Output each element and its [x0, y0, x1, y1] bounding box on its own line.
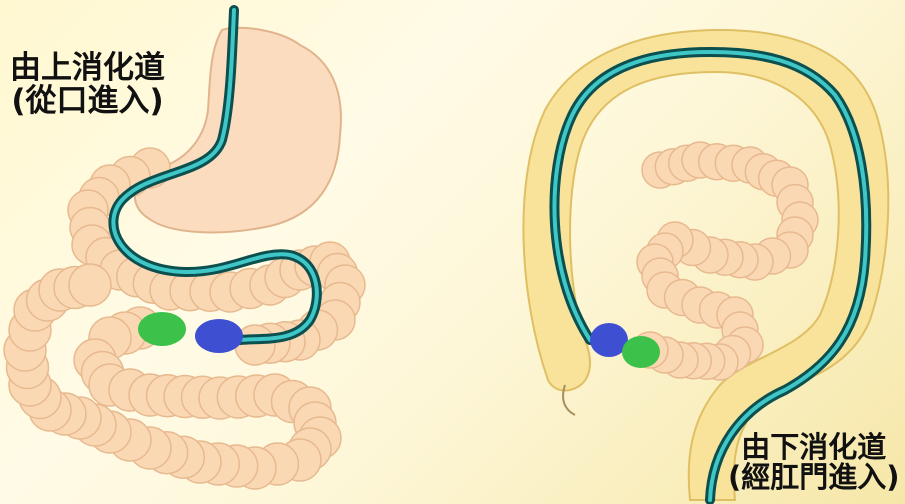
upper-balloons — [138, 312, 243, 353]
lower-balloons — [590, 323, 660, 368]
green-balloon-lower — [622, 336, 660, 368]
green-balloon-upper — [138, 312, 186, 346]
intestine-segment — [69, 264, 111, 306]
upper-gi-label-line1: 由上消化道 — [10, 52, 165, 85]
lower-gi-label: 由下消化道 (經肛門進入) — [728, 432, 900, 493]
lower-gi-label-line2: (經肛門進入) — [728, 462, 900, 492]
lower-gi-label-line1: 由下消化道 — [728, 432, 900, 462]
stomach — [135, 28, 341, 233]
upper-gi-label: 由上消化道 (從口進入) — [10, 52, 165, 117]
blue-balloon-upper — [195, 319, 243, 353]
upper-gi-label-line2: (從口進入) — [10, 85, 165, 118]
